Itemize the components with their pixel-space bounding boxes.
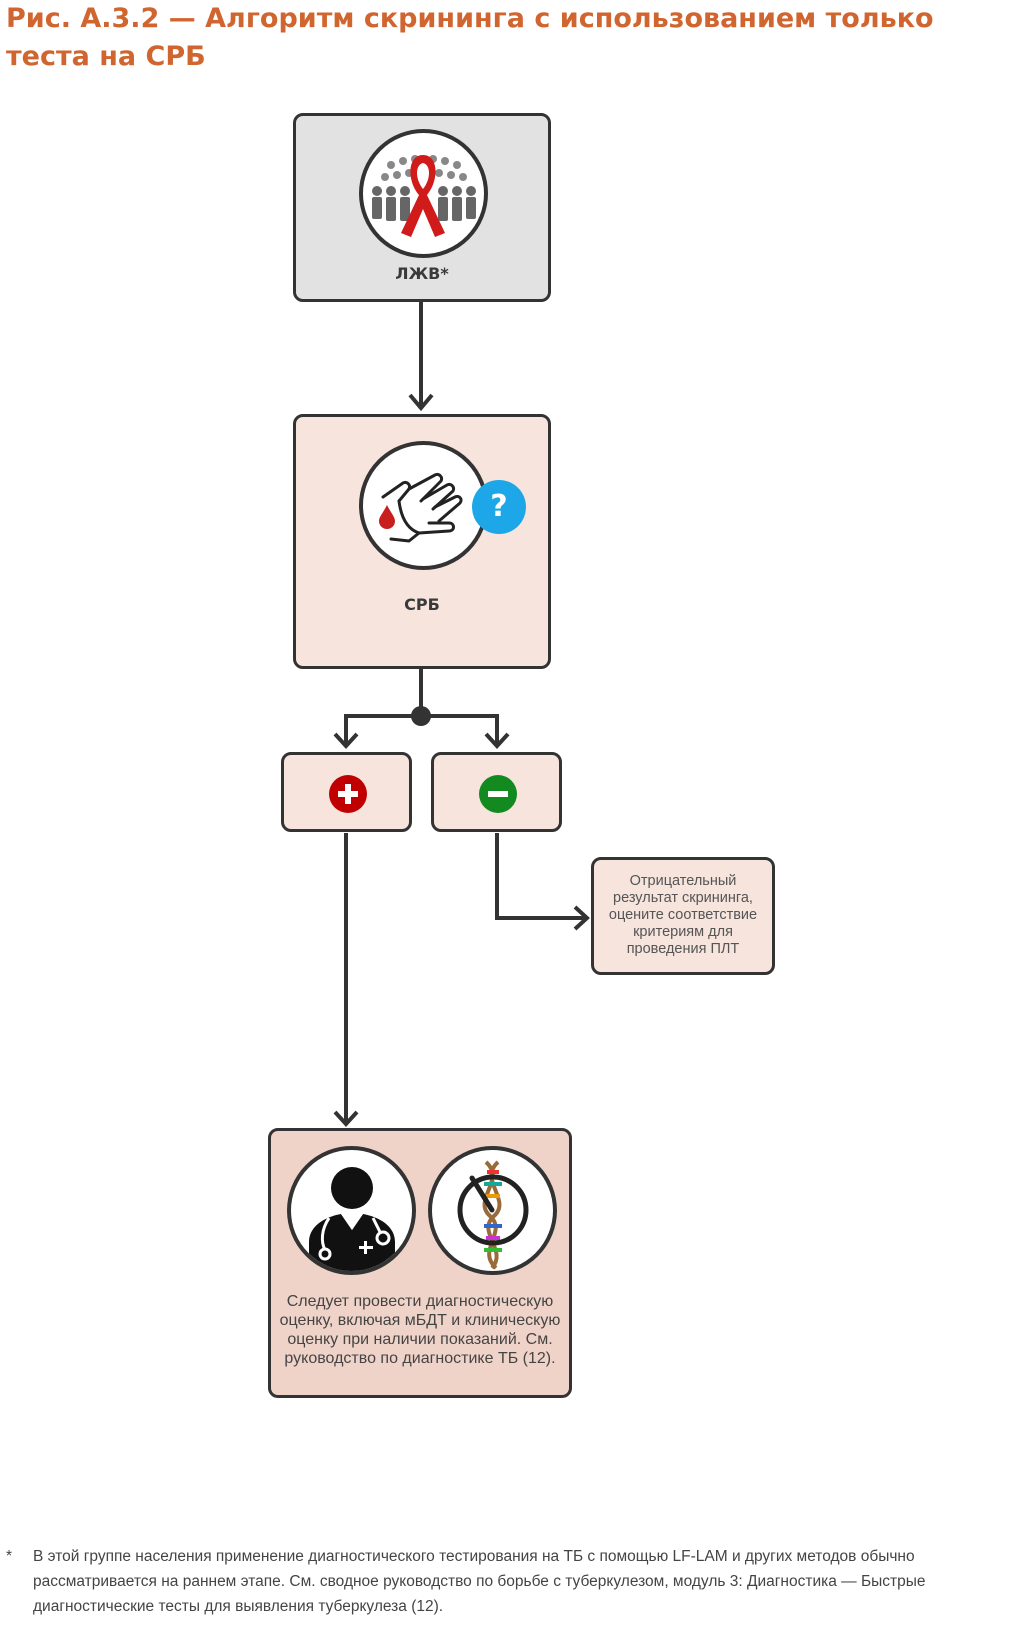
doctor-icon (287, 1146, 416, 1275)
plhiv-label: ЛЖВ* (395, 264, 449, 283)
node-negative-result: Отрицательный результат скрининга, оцени… (591, 857, 775, 975)
footnote: * В этой группе населения применение диа… (6, 1544, 1018, 1619)
branch-dot (411, 706, 431, 726)
footnote-marker: * (6, 1548, 13, 1565)
footnote-text: В этой группе населения применение диагн… (33, 1548, 926, 1615)
plus-icon (329, 775, 367, 813)
arrow-head-crp (408, 393, 434, 412)
node-plhiv: ЛЖВ* (293, 113, 551, 302)
figure-title: Рис. А.3.2 — Алгоритм скрининга с исполь… (6, 3, 934, 72)
minus-icon (479, 775, 517, 813)
finger-blood-test-icon (359, 441, 488, 570)
arrow-negative-right (495, 833, 586, 920)
question-badge-icon: ? (472, 480, 526, 534)
node-crp: ? СРБ (293, 414, 551, 669)
people-red-ribbon-icon (359, 129, 488, 258)
node-diagnostic: Следует провести диагностическую оценку,… (268, 1128, 572, 1398)
dna-test-icon (428, 1146, 557, 1275)
negative-result-text: Отрицательный результат скрининга, оцени… (608, 873, 758, 957)
node-positive (281, 752, 412, 832)
diagnostic-text: Следует провести диагностическую оценку,… (279, 1293, 561, 1367)
crp-label: СРБ (404, 595, 440, 614)
node-negative (431, 752, 562, 832)
